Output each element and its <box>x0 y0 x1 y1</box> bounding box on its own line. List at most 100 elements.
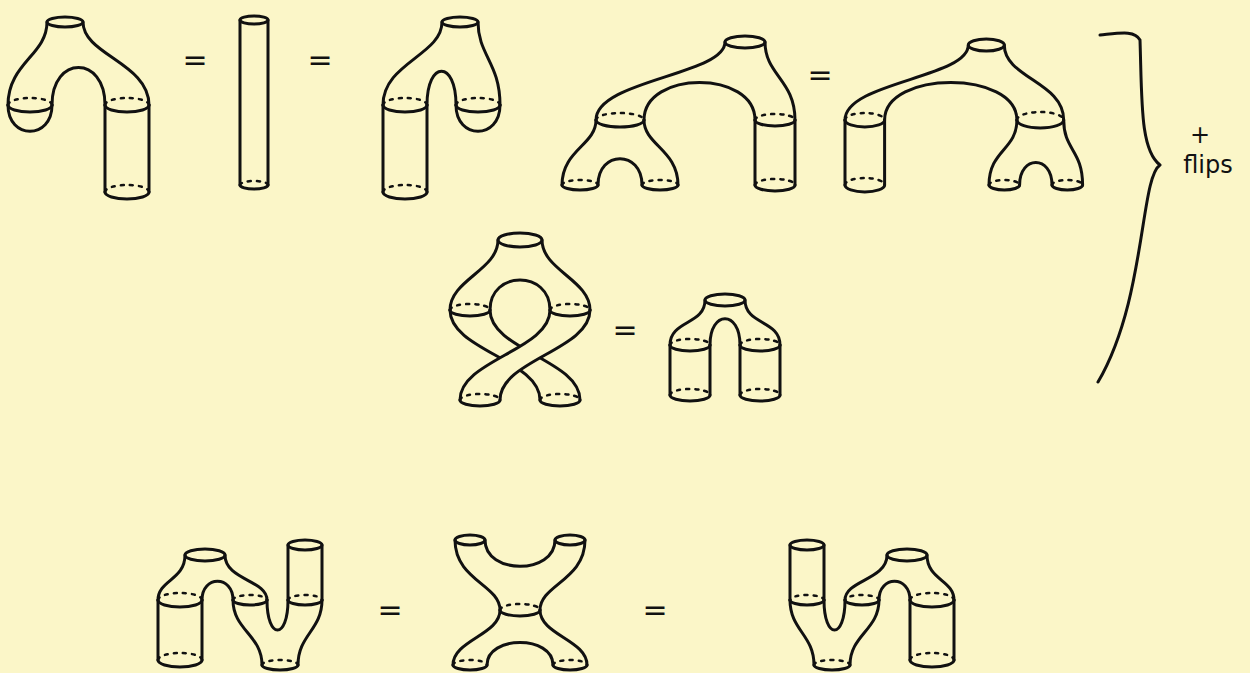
seam-back <box>755 179 795 185</box>
surface-outline <box>562 120 596 185</box>
seam-back <box>500 604 540 610</box>
seam-front <box>105 192 149 199</box>
cylinder-side <box>739 345 742 395</box>
seam-back <box>456 98 500 105</box>
seam-front <box>450 310 490 316</box>
surface-outline <box>989 120 1017 185</box>
frobenius-left <box>158 540 322 670</box>
boundary-circle <box>442 17 478 27</box>
seam-back <box>562 180 598 185</box>
cap-outline <box>8 105 52 131</box>
surface-outline <box>427 71 456 105</box>
side-note: flips <box>1183 153 1233 177</box>
cylinder-side <box>321 545 324 600</box>
equals-sign: = <box>612 315 637 345</box>
seam-front <box>1052 185 1083 190</box>
surface-outline <box>52 68 105 106</box>
cylinder-side <box>287 545 290 600</box>
boundary-circle <box>555 535 585 545</box>
seam-front <box>740 345 780 351</box>
cylinder-side <box>201 600 204 660</box>
seam-front <box>740 395 780 401</box>
equals-sign: = <box>307 45 332 75</box>
boundary-circle <box>47 17 83 27</box>
cylinder-side <box>709 345 712 395</box>
equals-sign: = <box>377 595 402 625</box>
seam-back <box>8 98 52 105</box>
seam-front <box>383 192 427 199</box>
seam-back <box>670 339 710 345</box>
cylinder-side <box>754 120 757 185</box>
seam-back <box>1052 180 1083 185</box>
boundary-circle <box>455 535 485 545</box>
seam-front <box>105 105 149 112</box>
seam-back <box>642 180 678 185</box>
seam-back <box>288 595 322 600</box>
surface-outline <box>478 22 500 105</box>
surface-outline <box>455 540 500 610</box>
seam-front <box>845 185 885 192</box>
boundary-circle <box>185 549 225 561</box>
seam-front <box>755 120 795 126</box>
surface-outline <box>644 83 755 121</box>
seam-back <box>670 389 710 395</box>
seam-front <box>989 185 1020 190</box>
seam-front <box>383 105 427 112</box>
seam-back <box>1017 112 1064 120</box>
cylinder-side <box>239 20 242 185</box>
identity-cylinder <box>240 16 268 189</box>
surface-outline <box>540 610 587 665</box>
surface-outline <box>596 42 725 120</box>
bracket <box>1098 33 1160 382</box>
cylinder-side <box>426 105 429 192</box>
surface-outline <box>383 22 442 105</box>
surface-outline <box>487 643 553 666</box>
seam-back <box>453 660 487 665</box>
plus-sign: + <box>1190 123 1210 147</box>
surface-outline <box>644 120 678 185</box>
coassociativity-left <box>562 36 795 191</box>
counit-relation-right <box>383 17 500 199</box>
seam-back <box>383 185 427 192</box>
seam-front <box>262 665 298 670</box>
seam-back <box>845 178 885 185</box>
seam-back <box>740 339 780 345</box>
seam-back <box>596 113 644 120</box>
equals-sign: = <box>642 595 667 625</box>
cylinder-side <box>779 345 782 395</box>
seam-front <box>453 665 487 670</box>
frobenius-middle <box>453 535 587 670</box>
cylinder-side <box>382 105 385 192</box>
seam-front <box>8 105 52 112</box>
cocommutativity-twist <box>450 233 590 406</box>
seam-front <box>456 105 500 112</box>
seam-front <box>240 185 268 189</box>
cap-outline <box>456 105 500 131</box>
seam-front <box>596 120 644 127</box>
surface-outline <box>485 540 555 566</box>
counit-relation-left <box>8 17 149 199</box>
seam-back <box>105 185 149 192</box>
surface-outline <box>158 555 185 600</box>
seam-front <box>845 120 885 127</box>
seam-back <box>158 653 202 660</box>
seam-back <box>240 181 268 185</box>
surface-outline <box>598 159 642 185</box>
seam-front <box>553 665 587 670</box>
seam-back <box>450 304 490 310</box>
surface-outline <box>453 610 500 665</box>
cylinder-side <box>148 105 151 192</box>
surface-outline <box>540 540 585 610</box>
equals-sign: = <box>807 60 832 90</box>
seam-front <box>233 600 267 605</box>
seam-front <box>158 600 202 607</box>
cylinder-side <box>844 120 847 185</box>
cylinder-side <box>794 120 797 185</box>
surface-outline <box>267 600 288 630</box>
seam-front <box>755 185 795 191</box>
seam-back <box>845 113 885 120</box>
tube-fill <box>460 310 590 400</box>
seam-back <box>460 394 500 400</box>
seam-back <box>755 114 795 120</box>
